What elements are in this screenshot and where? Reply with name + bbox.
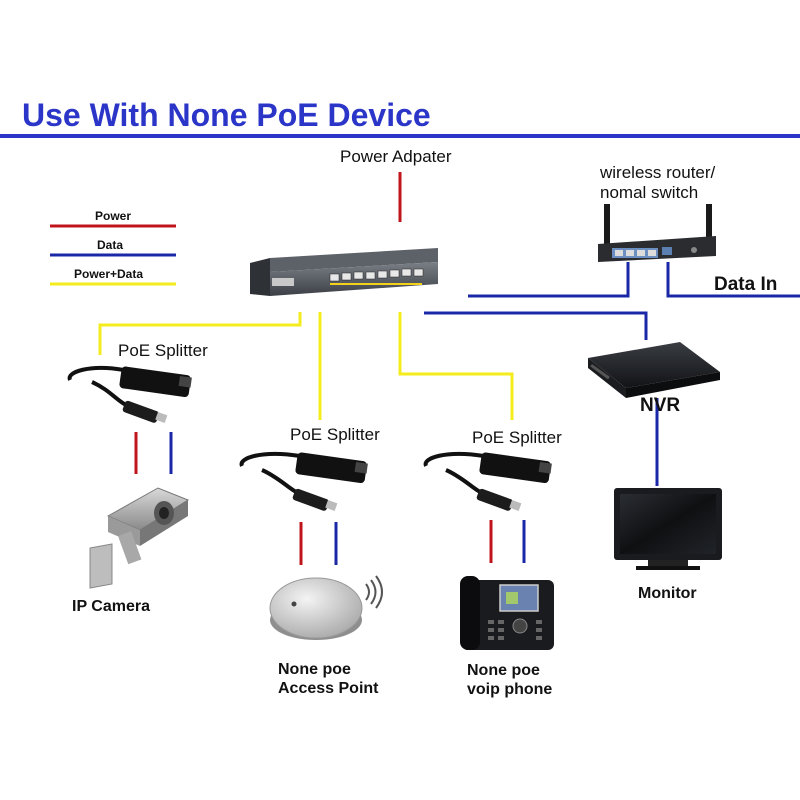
monitor-icon <box>614 488 722 570</box>
poe-splitter-icon <box>67 365 192 423</box>
connections <box>98 172 800 565</box>
router-label-line2: nomal switch <box>600 183 698 202</box>
router-switch-data-line <box>468 262 630 298</box>
switch-nvr-data-line <box>424 311 648 340</box>
access-point-label-line2: Access Point <box>278 680 379 697</box>
switch-splitter3-line <box>398 312 514 420</box>
data-in-label: Data In <box>714 274 777 295</box>
legend: Power Data Power+Data <box>50 209 176 286</box>
legend-power-data-label: Power+Data <box>74 267 143 281</box>
splitter1-label: PoE Splitter <box>118 341 208 360</box>
wifi-signal-icon <box>365 575 383 609</box>
page-title: Use With None PoE Device <box>22 97 431 133</box>
ip-camera-icon <box>89 487 190 589</box>
nvr-label: NVR <box>640 395 680 416</box>
voip-phone-label-line2: voip phone <box>467 681 552 698</box>
splitter3-label: PoE Splitter <box>472 428 562 447</box>
router-icon <box>598 204 716 262</box>
voip-phone-label-line1: None poe <box>467 662 540 679</box>
splitter2-label: PoE Splitter <box>290 425 380 444</box>
access-point-label-line1: None poe <box>278 661 351 678</box>
poe-splitter-icon <box>423 451 552 511</box>
nvr-icon <box>588 342 720 398</box>
power-adapter-label: Power Adpater <box>340 147 452 166</box>
access-point-icon <box>269 577 363 640</box>
poe-splitter-icon <box>239 451 368 511</box>
router-label-line1: wireless router/ <box>599 163 716 182</box>
legend-power-label: Power <box>95 209 131 223</box>
poe-switch-icon <box>250 248 438 296</box>
switch-splitter1-line <box>98 312 302 355</box>
ip-camera-label: IP Camera <box>72 598 150 615</box>
monitor-label: Monitor <box>638 585 697 602</box>
data-in-line <box>666 262 800 298</box>
voip-phone-icon <box>460 576 554 650</box>
legend-data-label: Data <box>97 238 123 252</box>
